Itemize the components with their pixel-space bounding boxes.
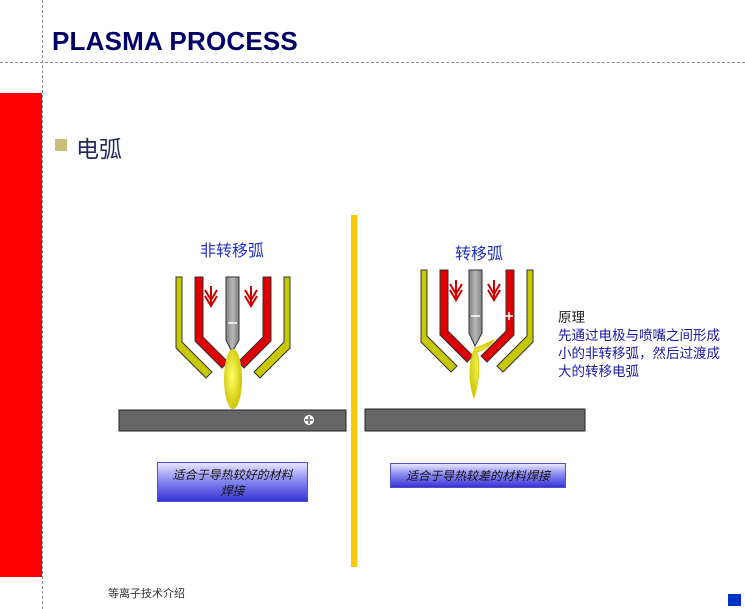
right-gas-arrow-right xyxy=(487,280,501,302)
principle-line-3: 大的转移电弧 xyxy=(558,364,639,380)
non-transferred-arc-caption: 非转移弧 xyxy=(200,241,265,260)
left-workpiece xyxy=(118,409,347,432)
principle-line-2: 小的非转移弧，然后过渡成 xyxy=(558,346,720,362)
right-shield-left xyxy=(420,269,458,373)
section-heading: 电弧 xyxy=(76,137,122,163)
non-transferred-arc-label-line-1: 适合于导热较好的材料 xyxy=(172,468,293,482)
vertical-guide-line xyxy=(42,0,43,609)
left-electrode xyxy=(225,276,240,354)
principle-line-1: 先通过电极与喷嘴之间形成 xyxy=(558,328,720,344)
transferred-arc-label: 适合于导热较差的材料焊接 xyxy=(390,463,566,488)
bullet-square-icon xyxy=(55,139,67,151)
corner-marker xyxy=(728,594,741,606)
right-nozzle-plus-sign xyxy=(505,312,513,320)
slide-title: PLASMA PROCESS xyxy=(52,26,298,56)
non-transferred-torch xyxy=(175,276,291,409)
left-workpiece-plus-icon xyxy=(304,415,314,425)
left-shield-left xyxy=(175,276,213,379)
horizontal-guide-line xyxy=(0,62,745,63)
left-shield-right xyxy=(253,276,291,379)
left-nozzle-right xyxy=(237,276,272,369)
non-transferred-arc-label: 适合于导热较好的材料 焊接 xyxy=(157,462,308,502)
right-nozzle-right xyxy=(480,269,515,363)
left-gas-arrow-right xyxy=(244,286,258,308)
principle-title: 原理 xyxy=(558,310,585,326)
non-transferred-arc-label-line-2: 焊接 xyxy=(220,484,245,498)
footer-text: 等离子技术介绍 xyxy=(108,587,185,600)
right-electrode xyxy=(468,269,483,348)
right-workpiece xyxy=(364,408,586,432)
left-gas-arrow-left xyxy=(204,286,218,308)
transferred-torch xyxy=(420,269,534,400)
center-divider xyxy=(351,215,357,567)
left-arc-plume xyxy=(224,349,242,409)
right-shield-right xyxy=(496,269,534,373)
transferred-arc-caption: 转移弧 xyxy=(455,244,504,263)
principle-block: 原理 先通过电极与喷嘴之间形成 小的非转移弧，然后过渡成 大的转移电弧 xyxy=(558,309,720,381)
transferred-arc-label-line-1: 适合于导热较差的材料焊接 xyxy=(405,469,550,483)
right-arc-plume xyxy=(469,338,496,400)
right-gas-arrow-left xyxy=(449,280,463,302)
side-accent-bar xyxy=(0,93,42,577)
